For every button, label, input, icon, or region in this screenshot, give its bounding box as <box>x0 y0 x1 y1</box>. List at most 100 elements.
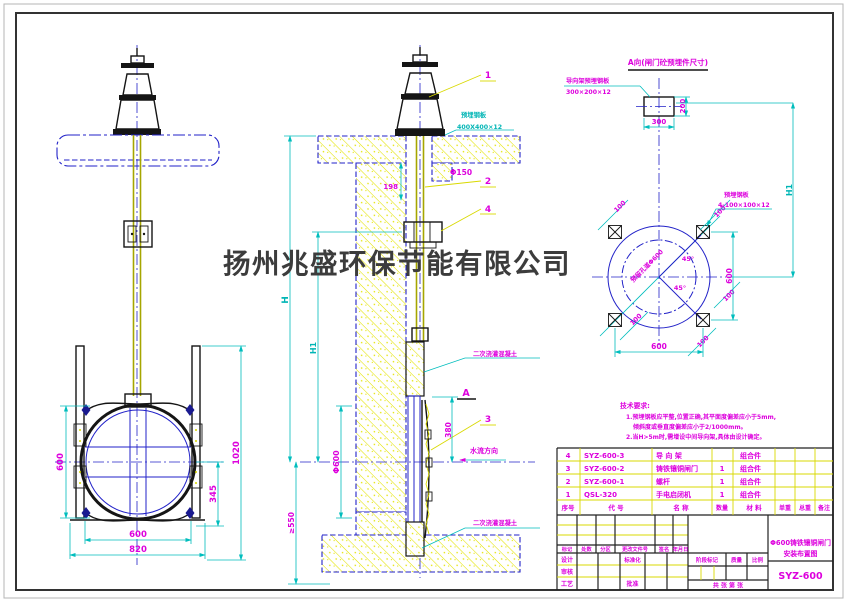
hoist-front <box>113 48 161 135</box>
svg-text:导 向 架: 导 向 架 <box>656 451 682 460</box>
svg-text:组合件: 组合件 <box>740 451 761 460</box>
svg-text:更改文件号: 更改文件号 <box>622 545 648 553</box>
sheet-frame <box>3 3 844 599</box>
dim-H1-detail: H1 <box>785 183 794 196</box>
dim-345: 345 <box>209 485 219 503</box>
svg-text:标记: 标记 <box>561 545 573 553</box>
dim-200: 200 <box>679 99 687 114</box>
svg-text:备注: 备注 <box>817 504 830 512</box>
parts-row-2: 2 SYZ-600-1 螺杆 1 组合件 <box>566 477 761 486</box>
dim-600-bottom: 600 <box>129 530 147 540</box>
section-mark-a: A <box>462 388 470 399</box>
dim-100-r: 100 <box>721 288 737 304</box>
svg-text:组合件: 组合件 <box>740 477 761 486</box>
notes-title: 技术要求: <box>620 401 650 410</box>
corner-embed-plates <box>608 225 710 327</box>
dim-380: 380 <box>444 422 453 438</box>
dim-H: H <box>281 296 291 304</box>
svg-text:SYZ-600-1: SYZ-600-1 <box>584 478 624 486</box>
detail-title: A向(闸门砼预埋件尺寸) <box>628 57 708 67</box>
front-view: 600 1020 345 600 820 <box>55 45 246 565</box>
svg-text:材 料: 材 料 <box>745 503 762 512</box>
section-dimensions: Φ600 380 H H1 ≥550 <box>281 135 458 585</box>
dim-600-h: 600 <box>651 342 667 351</box>
balloon-1: 1 <box>485 71 491 81</box>
svg-text:数量: 数量 <box>716 504 728 512</box>
dim-100-tl: 100 <box>612 199 628 215</box>
svg-text:设计: 设计 <box>561 556 573 564</box>
balloon-4: 4 <box>485 205 491 215</box>
front-view-dimensions: 600 1020 345 600 820 <box>56 345 246 561</box>
svg-text:SYZ-600-2: SYZ-600-2 <box>584 465 624 473</box>
svg-text:比例: 比例 <box>752 556 764 564</box>
parts-row-4: 4 SYZ-600-3 导 向 架 组合件 <box>566 451 761 460</box>
svg-text:名 称: 名 称 <box>673 503 689 512</box>
dim-300: 300 <box>652 118 667 126</box>
notes-line-1: 1.预埋钢板应平整,位置正确,其平面度偏差应小于5mm, <box>626 413 776 421</box>
svg-text:年月日: 年月日 <box>673 545 689 553</box>
platform-beam <box>56 134 220 167</box>
gate-section <box>405 341 433 557</box>
svg-text:批准: 批准 <box>626 580 638 588</box>
parts-header-row: 序号 代 号 名 称 数量 材 料 单重 总重 备注 <box>561 503 831 512</box>
svg-text:手电启闭机: 手电启闭机 <box>656 490 691 499</box>
svg-text:单重: 单重 <box>779 504 791 512</box>
dim-phi150: Φ150 <box>450 168 472 177</box>
plate-label-1: 预埋钢板 <box>461 110 487 119</box>
svg-text:标准化: 标准化 <box>623 556 641 564</box>
svg-text:2: 2 <box>566 478 571 486</box>
dim-820: 820 <box>129 545 147 555</box>
svg-text:签名: 签名 <box>658 545 669 553</box>
svg-text:铸铁镶铜闸门: 铸铁镶铜闸门 <box>656 464 698 473</box>
guide-bracket-front <box>123 220 153 248</box>
detail-view-a: A向(闸门砼预埋件尺寸) 导向架预埋钢板 300×200×12 200 300 … <box>564 57 796 357</box>
svg-text:组合件: 组合件 <box>740 490 761 499</box>
svg-text:安装布置图: 安装布置图 <box>784 549 818 558</box>
svg-text:3: 3 <box>566 465 571 473</box>
dim-H1: H1 <box>309 341 318 354</box>
svg-text:4: 4 <box>566 452 571 460</box>
guide-plate-label-2: 300×200×12 <box>566 89 611 96</box>
dim-phi600: Φ600 <box>332 450 341 474</box>
svg-text:代 号: 代 号 <box>607 503 624 512</box>
dim-600-v: 600 <box>725 268 734 284</box>
parts-row-3: 3 SYZ-600-2 铸铁镶铜闸门 1 组合件 <box>566 464 761 473</box>
section-labels: 1 2 4 3 预埋钢板 400X400×12 Φ150 198 二次浇灌混凝土… <box>383 71 540 549</box>
svg-text:螺杆: 螺杆 <box>656 477 670 486</box>
notes-line-3: 2.当H>5m时,需增设中间导向架,具体由设计确定。 <box>626 433 766 441</box>
svg-text:1: 1 <box>720 465 725 473</box>
corner-plate-label-2: 4-100×100×12 <box>718 202 770 209</box>
hoist-section <box>395 47 445 136</box>
svg-text:共 张 第 张: 共 张 第 张 <box>713 582 744 590</box>
section-view: 1 2 4 3 预埋钢板 400X400×12 Φ150 198 二次浇灌混凝土… <box>281 45 540 585</box>
grout-bottom-label: 二次浇灌混凝土 <box>473 518 518 527</box>
flow-label: 水流方向 <box>470 446 498 455</box>
watermark-text: 扬州兆盛环保节能有限公司 <box>223 248 571 280</box>
svg-text:审核: 审核 <box>561 568 573 576</box>
drawing-title: Φ600铸铁镶铜闸门 安装布置图 SYZ-600 <box>770 538 831 582</box>
revision-header: 标记 处数 分区 更改文件号 签名 年月日 <box>561 545 688 553</box>
title-block: 标记 处数 分区 更改文件号 签名 年月日 设计 审核 工艺 标准化 批准 阶段… <box>557 515 833 590</box>
svg-text:QSL-320: QSL-320 <box>584 491 617 499</box>
dim-ge550: ≥550 <box>287 512 296 534</box>
plate-label-2: 400X400×12 <box>457 124 502 131</box>
parts-row-1: 1 QSL-320 手电启闭机 1 组合件 <box>566 490 761 499</box>
svg-text:阶段标记: 阶段标记 <box>696 556 719 564</box>
gate-front <box>70 345 205 522</box>
dim-198: 198 <box>383 183 398 191</box>
svg-text:序号: 序号 <box>561 503 576 512</box>
svg-text:1: 1 <box>720 491 725 499</box>
svg-text:1: 1 <box>720 478 725 486</box>
balloon-2: 2 <box>485 177 491 187</box>
svg-text:处数: 处数 <box>580 545 592 553</box>
svg-text:SYZ-600-3: SYZ-600-3 <box>584 452 624 460</box>
svg-text:分区: 分区 <box>600 545 611 553</box>
svg-text:组合件: 组合件 <box>740 464 761 473</box>
balloon-3: 3 <box>485 415 491 425</box>
corner-plate-label-1: 预埋钢板 <box>724 191 750 199</box>
dim-1020: 1020 <box>232 441 242 465</box>
angle-45-lower: 45° <box>674 284 686 292</box>
notes-line-2: 倾斜度或垂直度偏差应小于2/1000mm。 <box>632 423 747 431</box>
grout-top-label: 二次浇灌混凝土 <box>473 349 518 358</box>
